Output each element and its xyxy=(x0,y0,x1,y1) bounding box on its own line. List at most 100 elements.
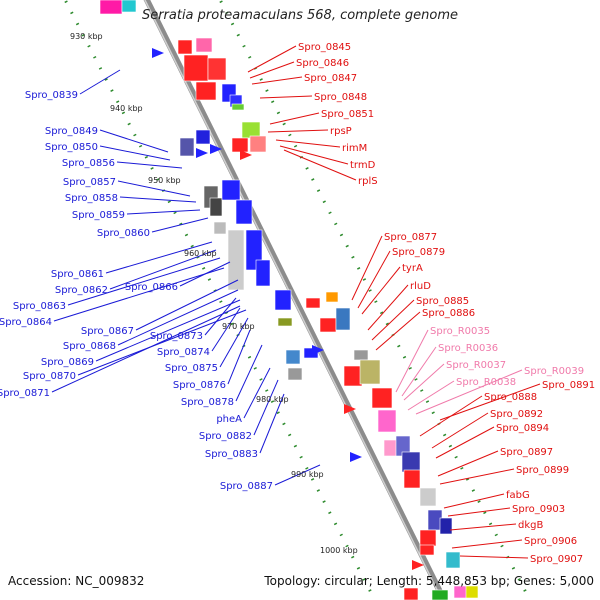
right-gene-leader xyxy=(431,412,489,449)
left-gene-leader xyxy=(99,129,169,153)
right-gene-leader xyxy=(279,145,349,165)
left-gene-leader xyxy=(67,257,221,306)
rna-gene-leader xyxy=(401,346,437,397)
label-leader-lines xyxy=(51,45,541,559)
left-gene-leader xyxy=(235,344,263,402)
right-gene-label: Spro_0891 xyxy=(542,380,595,391)
gene-feature xyxy=(445,551,461,569)
left-gene-leader xyxy=(51,305,241,393)
right-gene-label: Spro_0886 xyxy=(422,308,475,319)
right-gene-label: Spro_0845 xyxy=(298,42,351,53)
left-gene-label: Spro_0874 xyxy=(157,347,210,358)
gene-feature xyxy=(403,587,419,600)
left-gene-leader xyxy=(105,241,213,274)
left-gene-label: Spro_0876 xyxy=(173,380,226,391)
gene-arrow xyxy=(210,144,222,154)
left-gene-label: Spro_0868 xyxy=(63,341,116,352)
right-gene-label: Spro_0894 xyxy=(496,423,549,434)
right-gene-leader xyxy=(267,129,329,133)
map-title: Serratia proteamaculans 568, complete ge… xyxy=(141,8,459,23)
right-gene-label: Spro_0907 xyxy=(530,554,583,565)
right-gene-label: dkgB xyxy=(518,520,543,531)
scale-tick-label: 980 kbp xyxy=(256,395,289,404)
left-gene-leader xyxy=(151,217,209,233)
scale-tick-label: 1000 kbp xyxy=(320,546,358,555)
left-gene-label: Spro_0863 xyxy=(13,301,66,312)
right-gene-leader xyxy=(351,235,383,301)
right-gene-leader xyxy=(437,450,499,477)
right-gene-label: trmD xyxy=(350,160,376,171)
accession-label: Accession: NC_009832 xyxy=(8,574,145,588)
left-gene-label: pheA xyxy=(216,414,242,425)
genome-backbone xyxy=(143,0,448,600)
left-gene-leader xyxy=(119,196,197,203)
gene-feature xyxy=(353,349,369,361)
left-gene-label: Spro_0882 xyxy=(199,431,252,442)
gene-arrow xyxy=(412,560,424,570)
right-gene-label: Spro_0903 xyxy=(512,504,565,515)
gene-feature xyxy=(325,291,339,303)
right-gene-label: rimM xyxy=(342,143,367,154)
gene-feature xyxy=(221,179,241,201)
rna-gene-label: Spro_R0036 xyxy=(438,343,498,354)
gene-feature xyxy=(343,365,363,387)
gene-feature xyxy=(419,487,437,507)
gene-feature xyxy=(287,367,303,381)
gene-feature xyxy=(195,37,213,53)
left-gene-leader xyxy=(79,69,121,95)
left-gene-leader xyxy=(116,161,183,169)
gene-feature xyxy=(377,409,397,433)
left-gene-label: Spro_0875 xyxy=(165,363,218,374)
right-gene-label: fabG xyxy=(506,490,530,501)
right-gene-label: Spro_0848 xyxy=(314,92,367,103)
left-gene-label: Spro_0862 xyxy=(55,285,108,296)
left-gene-leader xyxy=(109,249,217,290)
right-gene-leader xyxy=(459,555,529,559)
right-gene-leader xyxy=(439,468,515,485)
gene-features xyxy=(99,0,479,600)
rna-gene-leader xyxy=(415,369,523,415)
left-gene-label: Spro_0839 xyxy=(25,90,78,101)
gene-feature xyxy=(195,129,211,145)
right-gene-leader xyxy=(269,112,320,125)
left-gene-leader xyxy=(135,279,239,331)
scale-tick-label: 990 kbp xyxy=(291,470,324,479)
right-gene-label: Spro_0879 xyxy=(392,247,445,258)
scale-tick-label: 930 kbp xyxy=(70,32,103,41)
gene-feature xyxy=(241,121,261,139)
scale-tick-label: 960 kbp xyxy=(184,249,217,258)
rna-gene-label: Spro_R0039 xyxy=(524,366,584,377)
gene-feature xyxy=(439,517,453,535)
right-gene-leader xyxy=(275,139,341,148)
right-gene-leader xyxy=(283,149,357,181)
left-gene-label: Spro_0871 xyxy=(0,388,50,399)
gene-feature xyxy=(207,57,227,81)
gene-arrow xyxy=(344,404,356,414)
gene-feature xyxy=(195,81,217,101)
left-gene-label: Spro_0864 xyxy=(0,317,52,328)
right-gene-label: Spro_0885 xyxy=(416,296,469,307)
rna-gene-leader xyxy=(395,329,429,393)
right-gene-label: rluD xyxy=(410,281,431,292)
gene-arrow xyxy=(350,452,362,462)
right-gene-leader xyxy=(439,383,541,421)
gene-arrow xyxy=(312,345,324,355)
left-gene-leader xyxy=(117,289,239,346)
gene-feature xyxy=(285,349,301,365)
left-gene-label: Spro_0859 xyxy=(72,210,125,221)
left-gene-label: Spro_0860 xyxy=(97,228,150,239)
gene-feature xyxy=(277,317,293,327)
left-gene-leader xyxy=(274,464,321,486)
right-gene-leader xyxy=(249,61,295,79)
left-gene-leader xyxy=(259,393,285,454)
left-gene-label: Spro_0869 xyxy=(41,357,94,368)
right-gene-label: Spro_0877 xyxy=(384,232,437,243)
right-gene-leader xyxy=(375,311,421,351)
right-gene-label: tyrA xyxy=(402,263,423,274)
rna-gene-label: Spro_R0037 xyxy=(446,360,506,371)
left-gene-label: Spro_0878 xyxy=(181,397,234,408)
rna-gene-label: Spro_R0038 xyxy=(456,377,516,388)
left-gene-label: Spro_0856 xyxy=(62,158,115,169)
